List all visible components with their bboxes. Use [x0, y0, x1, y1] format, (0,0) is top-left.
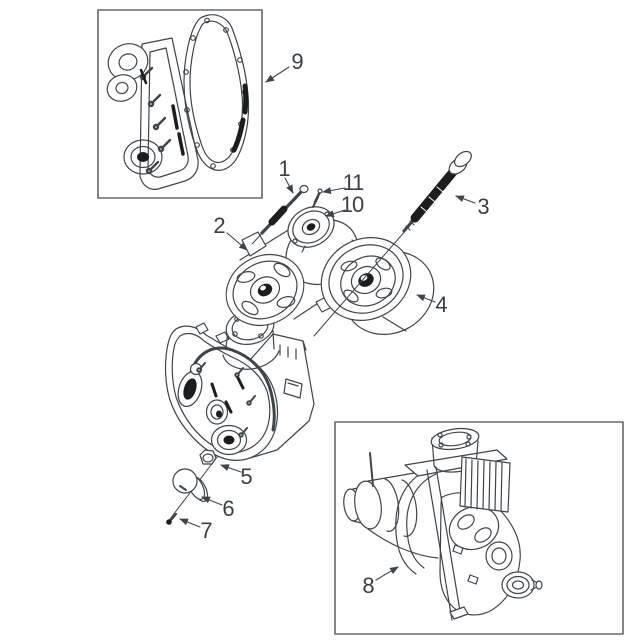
callout-label-5: 5 — [240, 464, 252, 489]
callout-label-1: 1 — [278, 156, 290, 181]
assembled-unit-inset — [334, 421, 624, 635]
callout-label-8: 8 — [362, 573, 374, 598]
gearcase-gasket-bead — [189, 346, 276, 432]
leader-4 — [416, 294, 436, 303]
vent-rod — [369, 452, 374, 487]
callout-label-9: 9 — [291, 49, 303, 74]
idler-pulley-part-4 — [320, 237, 435, 335]
leader-9 — [265, 66, 290, 83]
gearcase-label-plate — [283, 378, 303, 399]
callout-label-2: 2 — [213, 213, 225, 238]
inset-border-bottom-right — [334, 421, 624, 635]
gearcase-body — [164, 309, 315, 461]
callout-label-4: 4 — [435, 292, 447, 317]
cover-gasket — [183, 14, 250, 171]
cover-gasket-inset — [97, 9, 263, 199]
callout-label-7: 7 — [200, 518, 212, 543]
anchor-bolt-part-1 — [251, 184, 309, 245]
axis-centerline-upper — [313, 229, 407, 337]
leader-1 — [284, 177, 294, 194]
leader-2 — [226, 232, 248, 251]
callout-leaders — [179, 66, 476, 581]
callout-label-11: 11 — [342, 170, 365, 195]
leader-7 — [179, 518, 201, 528]
assembled-drive-unit — [343, 427, 543, 621]
pivot-cap-part-10 — [287, 196, 335, 253]
callout-label-3: 3 — [477, 194, 489, 219]
tensioner-top-lug — [241, 231, 267, 257]
leader-5 — [220, 464, 242, 473]
leader-3 — [455, 195, 476, 204]
adjuster-screw-part-3 — [402, 150, 472, 233]
leader-8 — [375, 566, 399, 581]
hex-nut-part-5 — [199, 449, 217, 465]
leader-6 — [201, 496, 223, 506]
leader-11 — [322, 187, 346, 195]
chaincase-cover — [106, 37, 199, 190]
cap-plug-part-6 — [172, 468, 209, 502]
leader-10 — [325, 209, 346, 217]
callout-label-6: 6 — [222, 496, 234, 521]
inset-border-top-left — [97, 9, 263, 199]
callout-label-10: 10 — [340, 192, 365, 217]
screw-part-7 — [166, 512, 178, 525]
